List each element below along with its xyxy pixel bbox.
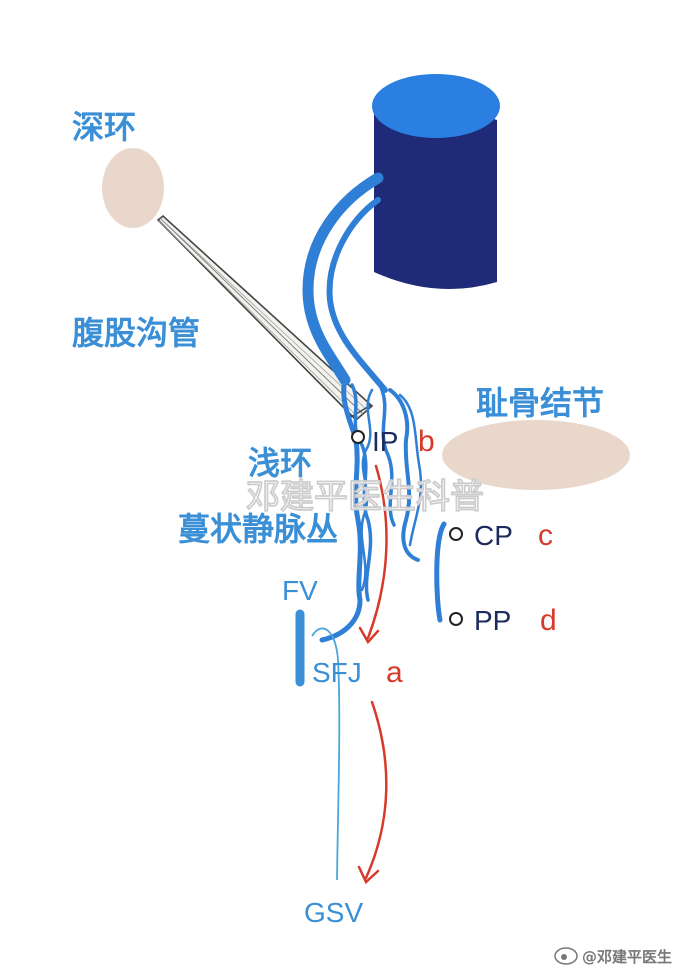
pampiniform-plexus-veins: [319, 377, 423, 643]
cp-pp-vein: [434, 521, 447, 623]
testis-cylinder: [372, 74, 500, 290]
pubic-tubercle-oval: [442, 420, 630, 490]
superficial-ring-label: 浅环: [248, 444, 312, 482]
letter-a-label: a: [386, 656, 403, 689]
watermark-text: 邓建平医生科普: [246, 477, 484, 517]
arrow-lower: [364, 700, 388, 880]
pp-label: PP: [474, 605, 511, 636]
great-saphenous-vein-line: [311, 627, 341, 881]
flow-arrows: [357, 464, 388, 885]
sfj-label: SFJ: [312, 657, 362, 688]
spermatic-cord: [302, 172, 384, 386]
ip-label: IP: [372, 426, 398, 457]
deep-ring-label: 深环: [72, 108, 136, 146]
pampiniform-plexus-label: 蔓状静脉丛: [178, 510, 338, 548]
deep-ring-oval: [102, 148, 164, 228]
pp-point-marker: [449, 612, 463, 626]
letter-b-label: b: [418, 425, 435, 458]
ip-point-marker: [351, 430, 365, 444]
letter-d-label: d: [540, 604, 557, 637]
inguinal-canal-label: 腹股沟管: [72, 314, 200, 352]
weibo-icon: [554, 947, 578, 965]
credit-text: @邓建平医生: [582, 948, 672, 966]
cp-point-marker: [449, 527, 463, 541]
cp-label: CP: [474, 520, 513, 551]
fv-label: FV: [282, 575, 318, 606]
spermatic-cord-branch: [326, 197, 388, 393]
gsv-label: GSV: [304, 897, 363, 928]
arrow-upper: [366, 464, 388, 640]
letter-c-label: c: [538, 519, 553, 552]
pubic-tubercle-label: 耻骨结节: [476, 384, 604, 422]
